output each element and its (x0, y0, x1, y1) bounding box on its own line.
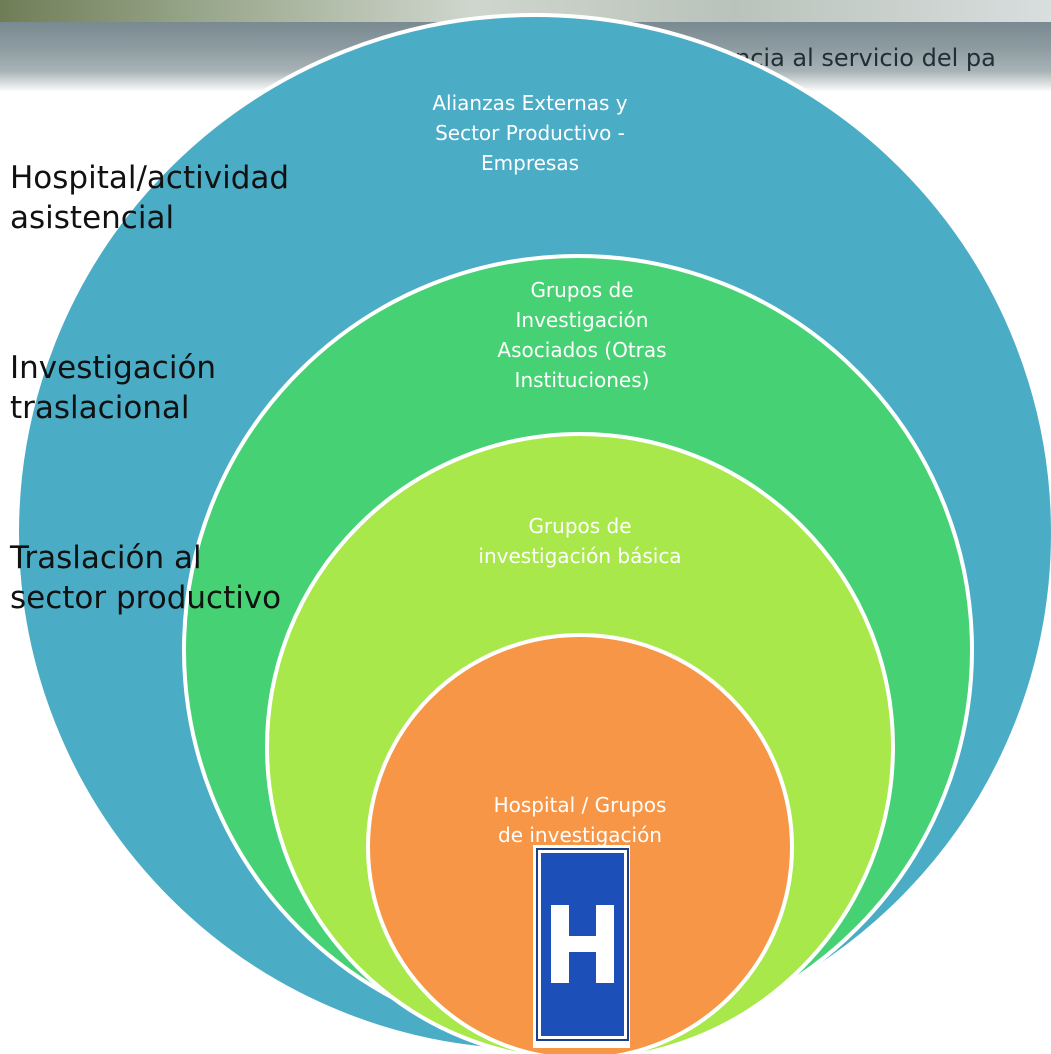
ring-label-outer: Alianzas Externas y Sector Productivo - … (432, 91, 628, 175)
hospital-sign-icon (533, 845, 630, 1048)
ring-label-second: Grupos de Investigación Asociados (Otras… (497, 278, 667, 392)
ring-label-inner: Hospital / Grupos de investigación Clíni… (493, 793, 667, 877)
hospital-h-letter (551, 905, 614, 983)
banner-tagline: ncia al servicio del pa (735, 44, 996, 72)
ring-inner (366, 633, 794, 1054)
side-label-hospital: Hospital/actividad asistencial (10, 160, 290, 236)
side-label-traslacion: Traslación al sector productivo (10, 540, 282, 616)
hospital-sign-panel (538, 850, 627, 1039)
ring-label-third: Grupos de investigación básica (478, 514, 682, 568)
side-label-investigacion: Investigación traslacional (10, 350, 217, 426)
